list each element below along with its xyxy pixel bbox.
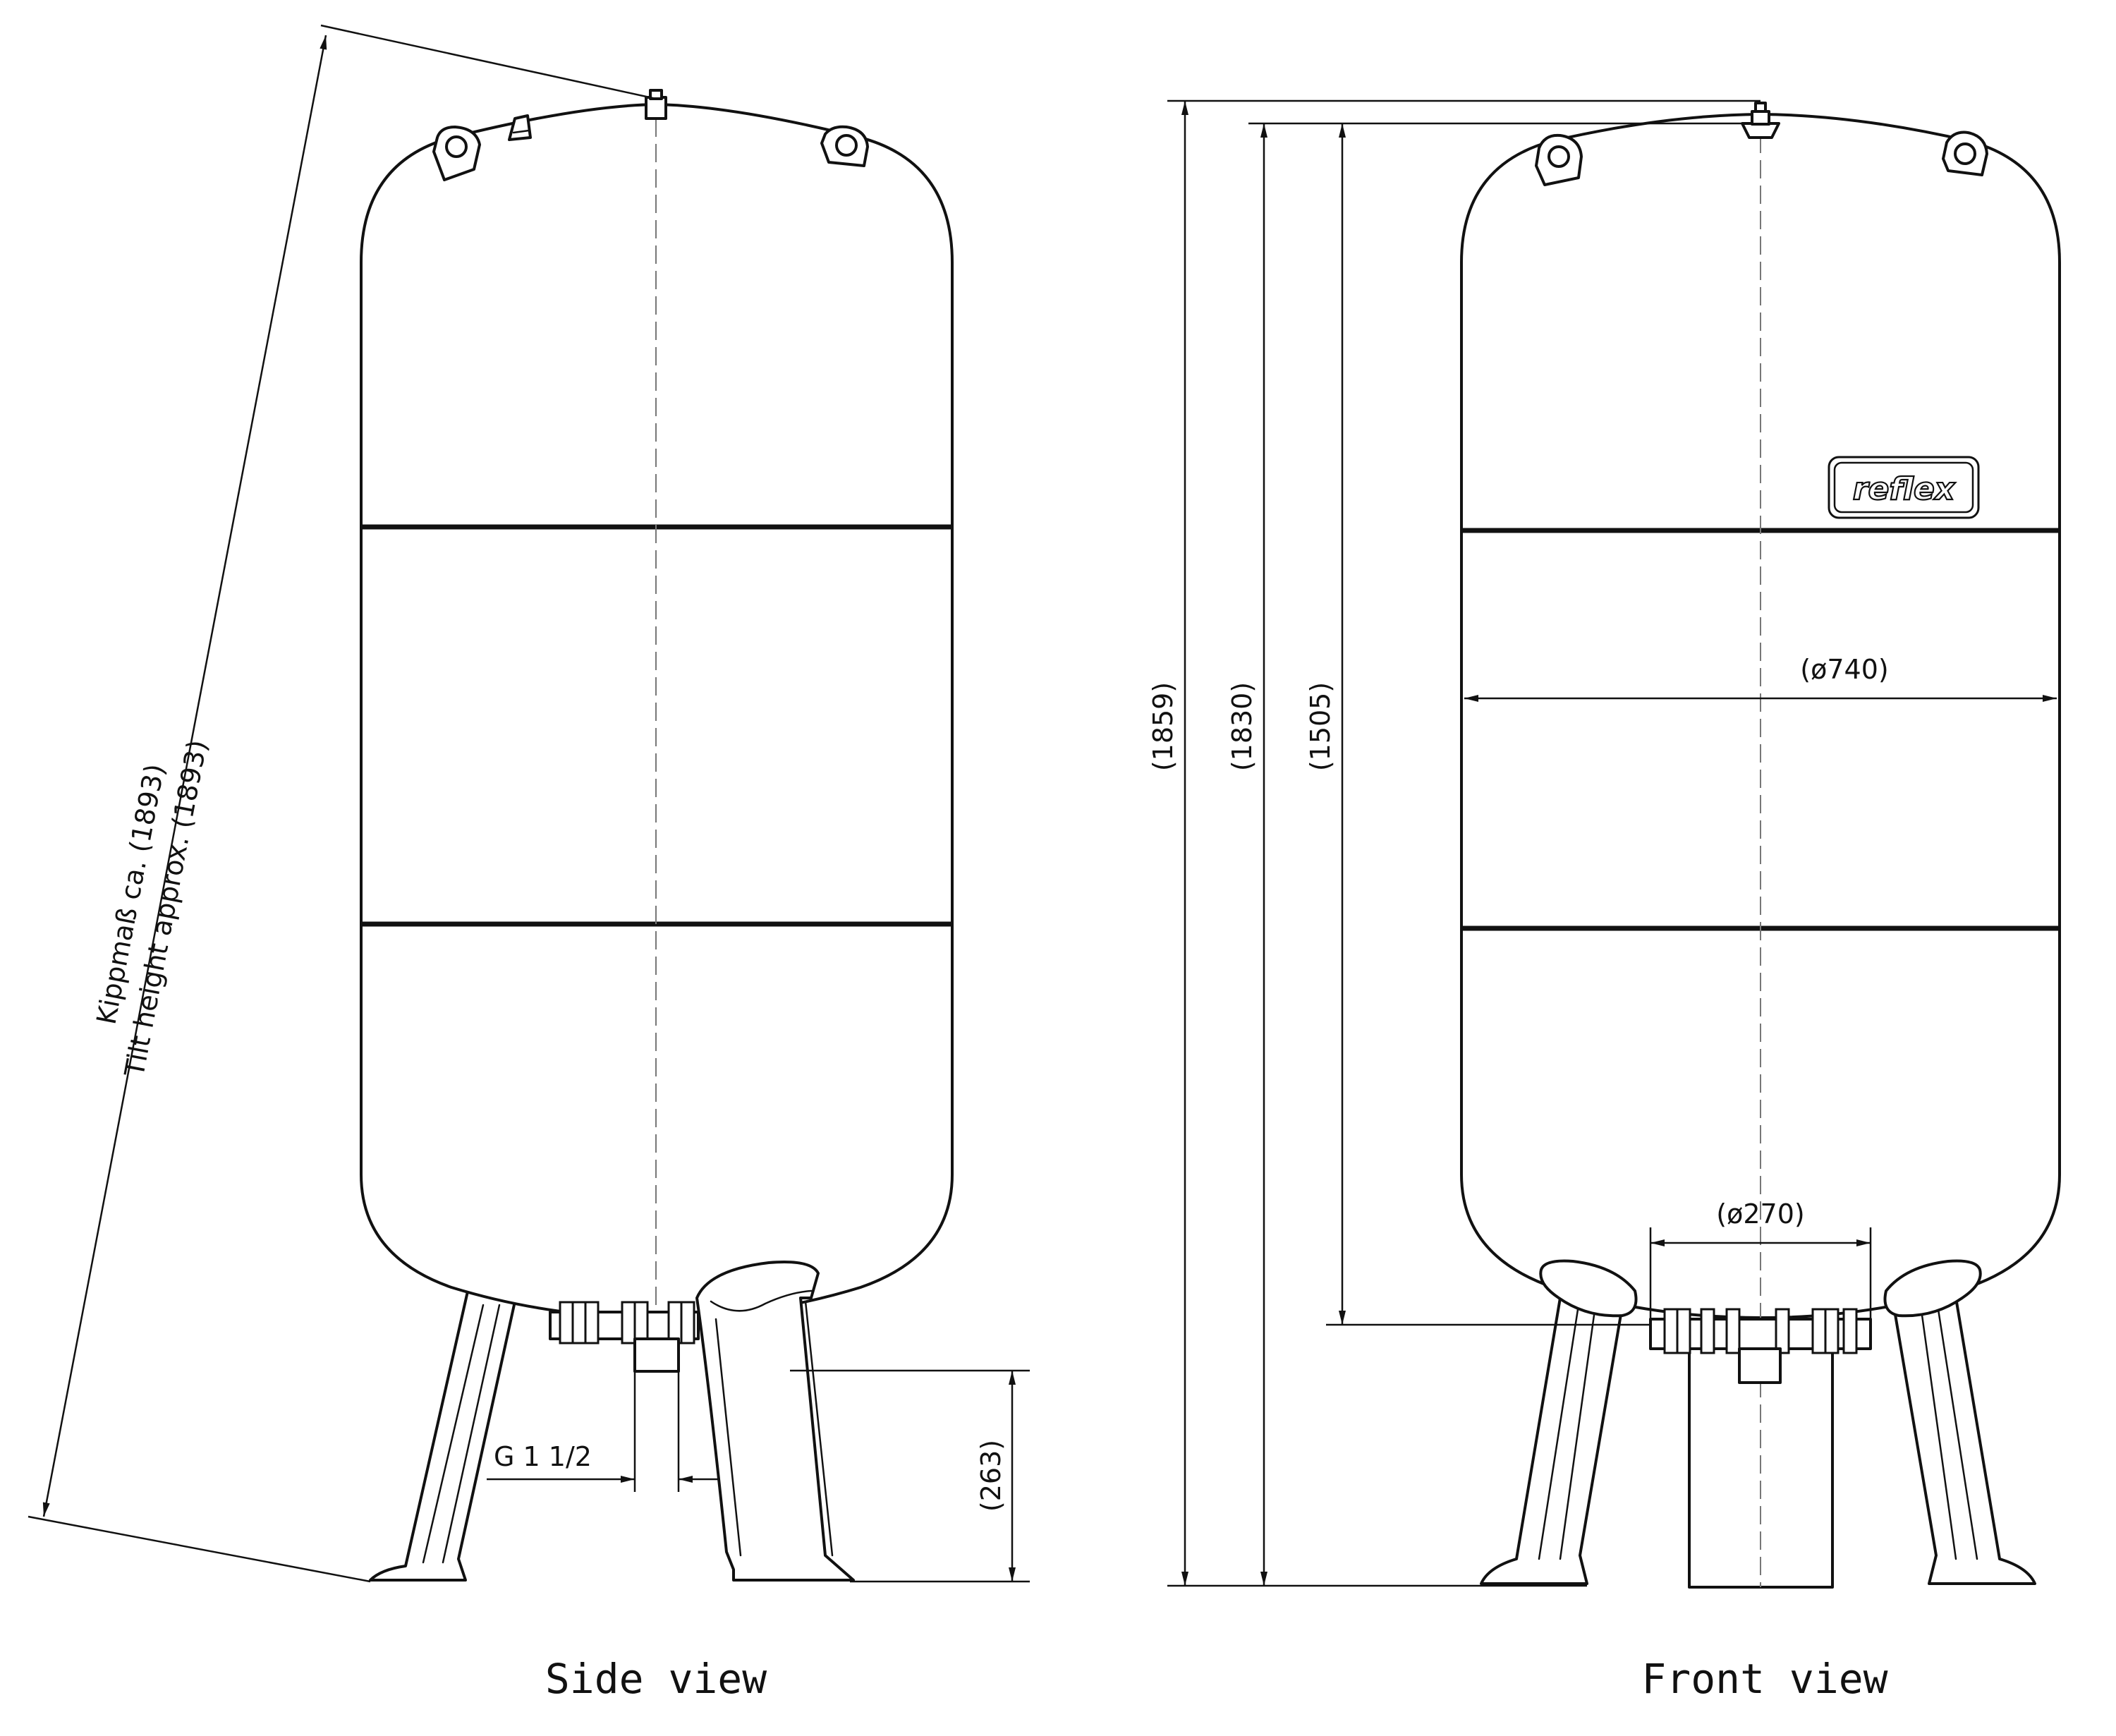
dim-1859-label: (1859) — [1148, 682, 1179, 771]
front-flange — [1649, 1308, 1872, 1384]
brand-logo-text: reflex — [1853, 471, 1956, 507]
front-view: reflex (ø740) (ø270) (1859) — [1148, 99, 2061, 1703]
front-left-leg — [1480, 1284, 1625, 1585]
side-top-nozzle — [645, 89, 667, 120]
dim-1830-label: (1830) — [1227, 682, 1258, 771]
side-right-leg — [695, 1261, 855, 1582]
thread-label: G 1 1/2 — [494, 1441, 592, 1472]
side-lug-left — [432, 126, 481, 181]
side-left-leg — [369, 1284, 516, 1582]
dim-1505-label: (1505) — [1305, 682, 1336, 771]
dim-270-label: (ø270) — [1716, 1198, 1804, 1230]
front-right-leg — [1891, 1284, 2036, 1585]
front-lug-right — [1942, 130, 1988, 176]
side-lug-right — [820, 125, 869, 167]
side-view: Kippmaß ca. (1893) Tilt height approx. (… — [28, 24, 1030, 1703]
front-top-nozzle — [1741, 102, 1780, 139]
dim-263-label: (263) — [975, 1440, 1007, 1512]
side-view-caption: Side view — [545, 1655, 767, 1703]
brand-logo: reflex — [1828, 456, 1980, 519]
dim-740-label: (ø740) — [1800, 654, 1888, 685]
side-valve — [508, 114, 532, 141]
front-lug-left — [1535, 133, 1583, 186]
tilt-dimension-line — [42, 35, 327, 1517]
front-view-caption: Front view — [1641, 1655, 1887, 1703]
side-flange — [549, 1301, 700, 1373]
